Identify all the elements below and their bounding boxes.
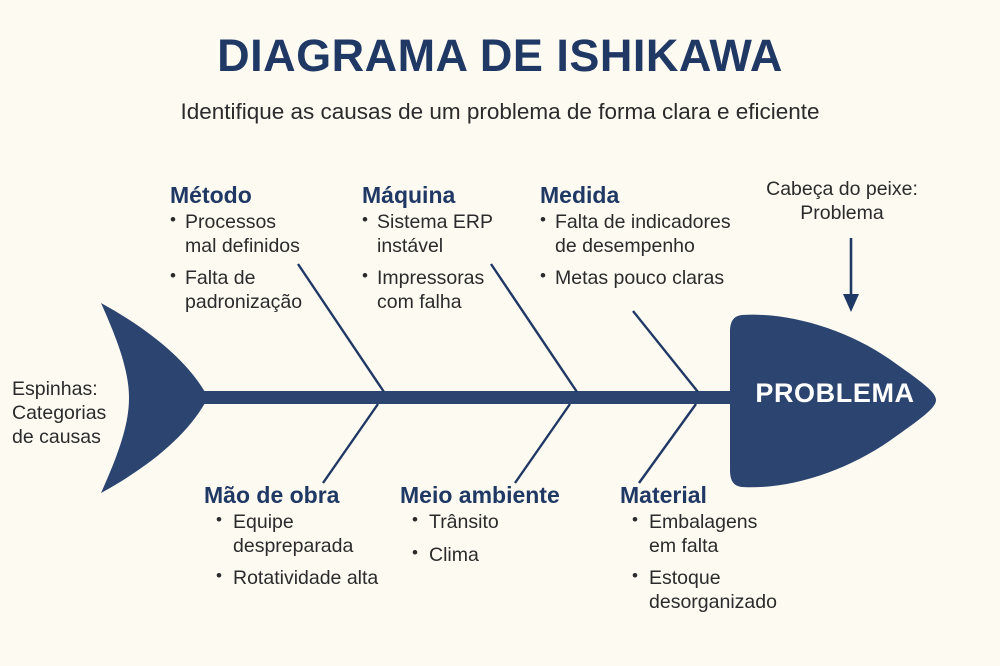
category-material: Material Embalagens em falta Estoque des… [620,482,815,623]
category-meio-ambiente-causes: Trânsito Clima [412,510,600,567]
category-maquina: Máquina Sistema ERP instável Impressoras… [362,182,537,323]
category-metodo-causes: Processos mal definidos Falta de padroni… [170,210,350,314]
cause-item: Embalagens em falta [632,510,815,558]
category-material-causes: Embalagens em falta Estoque desorganizad… [632,510,815,614]
cause-item: Rotatividade alta [216,566,404,590]
category-meio-ambiente: Meio ambiente Trânsito Clima [400,482,600,576]
category-medida-label: Medida [540,182,620,208]
category-maquina-causes: Sistema ERP instável Impressoras com fal… [362,210,537,314]
cause-item: Falta de indicadores de desempenho [540,210,765,258]
category-meio-ambiente-label: Meio ambiente [400,482,560,508]
fish-spine [196,391,756,404]
cause-item: Impressoras com falha [362,266,537,314]
category-mao-de-obra-causes: Equipe despreparada Rotatividade alta [216,510,404,590]
cause-item: Trânsito [412,510,600,534]
category-mao-de-obra: Mão de obra Equipe despreparada Rotativi… [204,482,404,600]
fish-head-shape [730,314,936,488]
cause-item: Metas pouco claras [540,266,765,290]
cause-item: Sistema ERP instável [362,210,537,258]
cause-item: Falta de padronização [170,266,350,314]
category-mao-de-obra-label: Mão de obra [204,482,340,508]
category-medida: Medida Falta de indicadores de desempenh… [540,182,765,300]
category-metodo: Método Processos mal definidos Falta de … [170,182,350,323]
category-maquina-label: Máquina [362,182,456,208]
cause-item: Processos mal definidos [170,210,350,258]
page-subtitle: Identifique as causas de um problema de … [180,99,820,124]
bone-meio-ambiente [514,403,571,484]
category-metodo-label: Método [170,182,252,208]
page-title: DIAGRAMA DE ISHIKAWA [217,30,783,81]
cause-item: Equipe despreparada [216,510,404,558]
category-material-label: Material [620,482,707,508]
head-annotation-arrow-head [843,294,859,312]
cause-item: Estoque desorganizado [632,566,815,614]
category-medida-causes: Falta de indicadores de desempenho Metas… [540,210,765,290]
fish-tail-shape [101,303,205,493]
bones-annotation-text: Espinhas: Categorias de causas [12,378,107,448]
bone-mao-de-obra [322,403,379,484]
cause-item: Clima [412,543,600,567]
head-annotation-text: Cabeça do peixe: Problema [766,178,918,224]
bone-material [638,403,697,484]
bone-medida [632,310,699,393]
